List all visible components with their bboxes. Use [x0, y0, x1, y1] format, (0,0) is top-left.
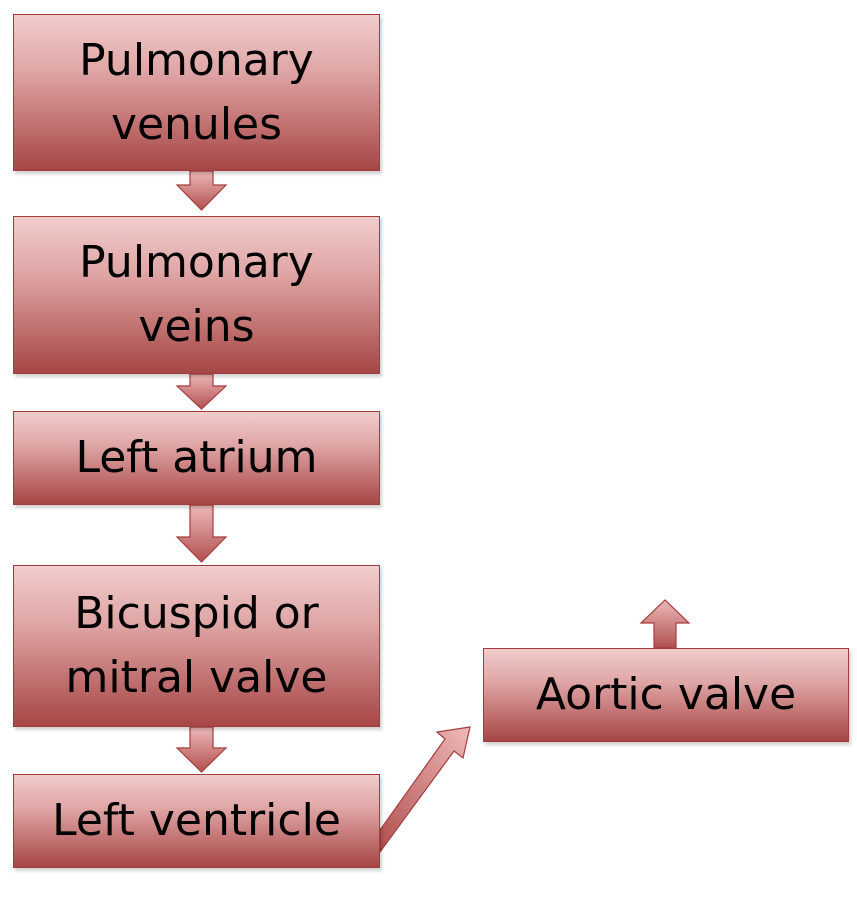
node-label: Left atrium — [75, 432, 318, 483]
node-pulmonary-venules: Pulmonary venules — [13, 14, 380, 171]
node-left-atrium: Left atrium — [13, 411, 380, 505]
arrow-atrium-to-bicuspid — [175, 504, 228, 563]
arrow-aortic-up — [639, 599, 691, 649]
arrow-veins-to-atrium — [175, 373, 228, 410]
node-label: Pulmonary venules — [79, 34, 314, 150]
node-left-ventricle: Left ventricle — [13, 774, 380, 868]
node-label: Left ventricle — [52, 795, 341, 846]
node-label: Aortic valve — [535, 669, 797, 720]
node-label: Bicuspid or mitral valve — [65, 588, 328, 703]
node-pulmonary-veins: Pulmonary veins — [13, 216, 380, 374]
node-label: Pulmonary veins — [79, 237, 314, 352]
arrow-bicuspid-to-ventricle — [175, 726, 228, 773]
node-bicuspid-mitral-valve: Bicuspid or mitral valve — [13, 565, 380, 727]
arrow-venules-to-veins — [175, 170, 228, 211]
node-aortic-valve: Aortic valve — [483, 648, 849, 742]
arrow-ventricle-to-aortic — [379, 726, 471, 854]
